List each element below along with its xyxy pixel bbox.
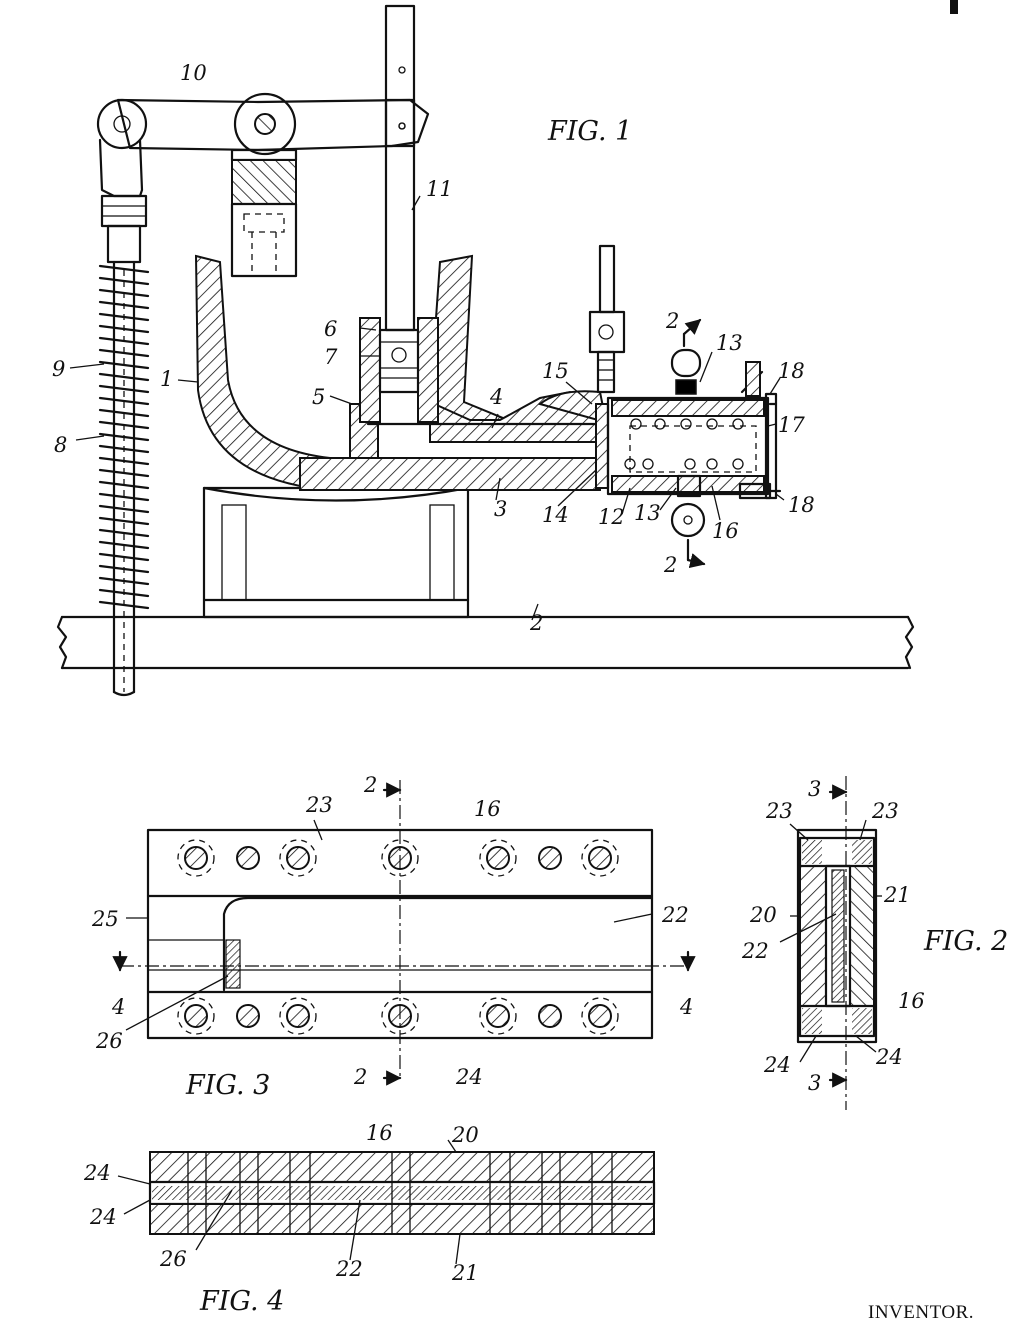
label-mold-holder: 12 — [598, 505, 625, 529]
label-section-top: 2 — [665, 309, 679, 333]
channel-3 — [300, 458, 600, 490]
figure-4: 16 20 24 24 26 22 21 FIG. 4 — [83, 1121, 654, 1317]
coil-spring — [100, 266, 148, 608]
fig3-label-inlet: 25 — [91, 907, 119, 931]
fig2-label-bottom-right: 24 — [875, 1045, 903, 1069]
label-base: 2 — [529, 611, 543, 635]
fig2-title: FIG. 2 — [923, 926, 1008, 957]
label-bolt-bottom: 18 — [788, 493, 815, 517]
ink-mark — [950, 0, 958, 14]
label-nozzle: 14 — [542, 503, 569, 527]
fig3-label-cavity: 22 — [661, 903, 689, 927]
fig3-label-section-right: 4 — [679, 995, 693, 1019]
fig4-label-gate: 26 — [159, 1247, 187, 1271]
figure-1: FIG. 1 1 2 3 4 5 6 7 8 9 10 11 12 13 13 … — [52, 6, 913, 695]
fig3-bolts-bottom — [178, 998, 618, 1034]
fig2-label-left-plate: 20 — [749, 903, 777, 927]
fig4-label-bottom-plate: 21 — [451, 1261, 479, 1285]
label-bolt-top: 18 — [778, 359, 805, 383]
fig2-label-core: 22 — [741, 939, 769, 963]
fig1-title: FIG. 1 — [547, 116, 632, 147]
fig3-label-section-bottom: 2 — [353, 1065, 367, 1089]
label-boss: 5 — [312, 385, 325, 409]
label-piston: 7 — [324, 345, 338, 369]
label-section-bottom: 2 — [663, 553, 677, 577]
fig3-label-section-left: 4 — [111, 995, 125, 1019]
label-channel-lower: 3 — [494, 497, 507, 521]
fig4-label-layer-lower: 24 — [89, 1205, 117, 1229]
feed-valve — [590, 246, 624, 392]
lever — [98, 94, 428, 154]
frame-legs — [204, 488, 468, 617]
figure-2: 3 23 23 20 21 22 16 24 24 3 FIG. 2 — [741, 776, 1008, 1110]
fig3-label-section-top: 2 — [363, 773, 377, 797]
label-lever: 10 — [180, 61, 207, 85]
label-mold: 16 — [712, 519, 739, 543]
label-piston-sleeve: 6 — [324, 317, 337, 341]
fig3-bolts-top — [178, 840, 618, 876]
fig4-label-top-plate: 20 — [451, 1123, 479, 1147]
label-spring: 9 — [52, 357, 65, 381]
fig3-label-bottom-rail: 24 — [455, 1065, 483, 1089]
label-frame: 1 — [160, 367, 173, 391]
pivot-bracket — [232, 150, 296, 276]
figure-3: 2 16 23 22 25 26 24 2 4 4 FIG. 3 — [91, 773, 693, 1101]
label-mold-plate: 17 — [778, 413, 805, 437]
fig4-label-layer-upper: 24 — [83, 1161, 111, 1185]
label-plunger-rod: 11 — [426, 177, 453, 201]
piston-assembly — [360, 318, 438, 422]
fig2-label-bottom-left: 24 — [763, 1053, 791, 1077]
fig2-label-mold: 16 — [898, 989, 925, 1013]
label-nozzle-head: 15 — [542, 359, 569, 383]
label-rod: 8 — [54, 433, 67, 457]
inventor-label: INVENTOR. — [868, 1302, 974, 1323]
label-clamp-top: 13 — [716, 331, 743, 355]
frame-body — [196, 256, 600, 490]
fig2-label-top-left: 23 — [765, 799, 793, 823]
fig2-label-top-right: 23 — [871, 799, 899, 823]
fig3-title: FIG. 3 — [185, 1070, 270, 1101]
label-channel-upper: 4 — [489, 385, 503, 409]
fig2-label-right-plate: 21 — [883, 883, 911, 907]
fig3-label-gate: 26 — [95, 1029, 123, 1053]
fig4-label-mold: 16 — [366, 1121, 393, 1145]
base-plate — [58, 617, 913, 668]
fig3-label-group: 2 16 23 22 25 26 24 2 4 4 FIG. 3 — [91, 773, 693, 1101]
spring-rod — [100, 140, 148, 695]
clamps — [672, 350, 704, 536]
plunger-rod — [386, 6, 414, 330]
fig2-label-section-bottom: 3 — [808, 1071, 821, 1095]
fig2-label-section-top: 3 — [808, 777, 821, 801]
fig3-label-top-rail: 23 — [305, 793, 333, 817]
fig4-title: FIG. 4 — [199, 1286, 284, 1317]
fig3-label-mold: 16 — [474, 797, 501, 821]
label-clamp-bottom: 13 — [634, 501, 661, 525]
fig4-label-cavity: 22 — [335, 1257, 363, 1281]
